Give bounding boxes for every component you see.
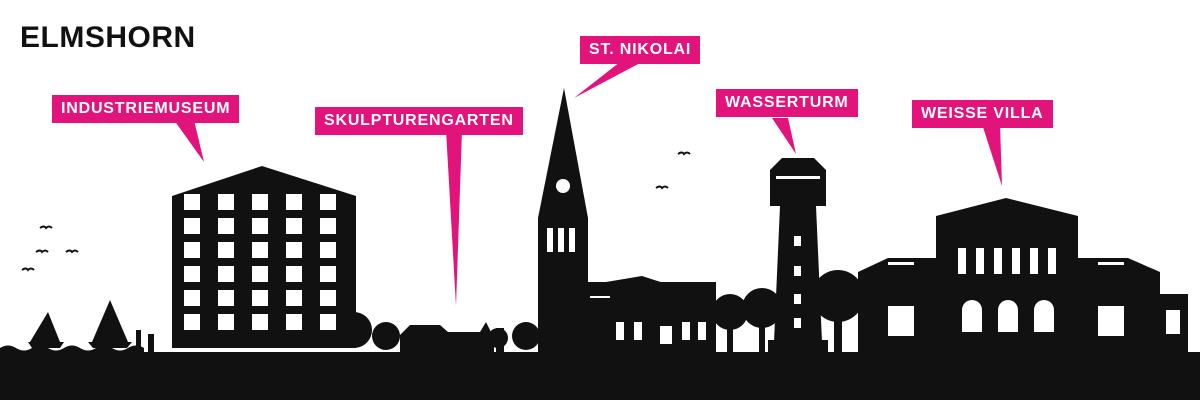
museum-window	[184, 242, 200, 258]
museum-window	[252, 266, 268, 282]
museum-window	[252, 242, 268, 258]
city-title: ELMSHORN	[20, 21, 196, 54]
museum-window	[218, 266, 234, 282]
museum-window	[218, 290, 234, 306]
museum-window	[218, 194, 234, 210]
museum-window	[184, 314, 200, 330]
sailboat-icon	[88, 300, 132, 348]
museum-window	[184, 290, 200, 306]
museum-window	[320, 218, 336, 234]
skulpturengarten-sculptures	[400, 322, 504, 352]
museum-window	[320, 242, 336, 258]
museum-window	[286, 194, 302, 210]
weisse-villa-building	[858, 198, 1188, 352]
museum-window	[184, 218, 200, 234]
museum-window	[286, 290, 302, 306]
museum-window	[320, 194, 336, 210]
ground	[0, 352, 1200, 400]
landmark-label: INDUSTRIEMUSEUM	[52, 95, 240, 123]
museum-window	[320, 314, 336, 330]
museum-window	[286, 242, 302, 258]
museum-window	[320, 290, 336, 306]
museum-window	[252, 218, 268, 234]
museum-window	[252, 290, 268, 306]
museum-window	[320, 266, 336, 282]
callout-pointers	[174, 62, 1002, 306]
sailboat-icon	[28, 312, 64, 348]
museum-window	[252, 314, 268, 330]
landmark-label: ST. NIKOLAI	[580, 36, 701, 64]
museum-window	[184, 194, 200, 210]
museum-window	[218, 242, 234, 258]
museum-window	[286, 266, 302, 282]
landmark-label: WEISSE VILLA	[912, 100, 1053, 128]
landmark-label: SKULPTURENGARTEN	[315, 107, 523, 135]
museum-window	[218, 218, 234, 234]
museum-window	[286, 314, 302, 330]
birds-icon	[655, 151, 691, 190]
landmark-label: WASSERTURM	[716, 89, 858, 117]
museum-window	[286, 218, 302, 234]
museum-window	[184, 266, 200, 282]
birds-icon	[21, 225, 79, 272]
industriemuseum-building	[172, 166, 356, 348]
st-nikolai-church	[538, 88, 716, 352]
tree-icon	[712, 288, 782, 352]
museum-window	[252, 194, 268, 210]
museum-window	[218, 314, 234, 330]
tree-icon	[812, 270, 864, 352]
